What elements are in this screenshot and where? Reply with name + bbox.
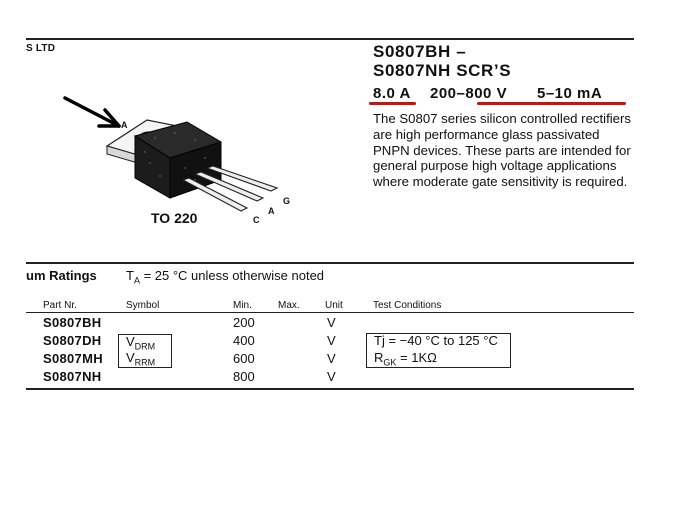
test-condition-temperature: Tj = −40 °C to 125 °C — [374, 333, 498, 348]
company-name: S LTD — [26, 43, 56, 54]
pin-label-a: A — [268, 206, 275, 216]
min-value: 800 — [233, 369, 255, 384]
part-number: S0807BH — [43, 315, 102, 330]
col-header-part: Part Nr. — [43, 300, 77, 311]
spec-current: 8.0 A — [373, 85, 411, 102]
symbol-vrrm: VRRM — [126, 350, 155, 368]
red-underline-current — [369, 102, 416, 105]
col-header-min: Min. — [233, 300, 252, 311]
unit-value: V — [327, 369, 336, 384]
red-underline-voltage-gate — [477, 102, 626, 105]
unit-value: V — [327, 315, 336, 330]
cond-rest: = 25 °C unless otherwise noted — [139, 268, 325, 283]
page-title-line1: S0807BH – — [373, 42, 467, 61]
page-title-line2: S0807NH SCR’S — [373, 61, 512, 80]
unit-value: V — [327, 333, 336, 348]
col-header-test: Test Conditions — [373, 300, 442, 311]
min-value: 400 — [233, 333, 255, 348]
symbol-vdrm-sub: DRM — [134, 341, 156, 352]
symbol-vdrm-main: V — [126, 334, 135, 349]
min-value: 200 — [233, 315, 255, 330]
table-header-rule — [26, 312, 634, 313]
arrow-icon — [63, 96, 121, 128]
col-header-unit: Unit — [325, 300, 343, 311]
rgk-sub: GK — [383, 357, 397, 368]
ratings-heading: um Ratings — [26, 268, 97, 283]
rgk-main: R — [374, 350, 384, 365]
ratings-top-rule — [26, 262, 634, 264]
part-number: S0807DH — [43, 333, 102, 348]
pin-label-a-tab: A — [121, 120, 128, 130]
description-text: The S0807 series silicon controlled rect… — [373, 111, 632, 190]
package-label: TO 220 — [151, 210, 198, 226]
spec-gate-current: 5–10 mA — [537, 85, 603, 102]
table-bottom-rule — [26, 388, 634, 390]
test-conditions-bracket — [366, 333, 511, 368]
to220-package-illustration — [63, 96, 279, 212]
cond-t: T — [126, 268, 134, 283]
symbol-bracket — [118, 334, 172, 368]
top-rule — [26, 38, 634, 40]
unit-value: V — [327, 351, 336, 366]
symbol-vrrm-sub: RRM — [134, 357, 156, 368]
symbol-vdrm: VDRM — [126, 334, 155, 352]
min-value: 600 — [233, 351, 255, 366]
test-condition-rgk: RGK = 1KΩ — [374, 350, 437, 368]
symbol-vrrm-main: V — [126, 350, 135, 365]
ratings-condition: TA = 25 °C unless otherwise noted — [126, 268, 324, 286]
col-header-symbol: Symbol — [126, 300, 160, 311]
col-header-max: Max. — [278, 300, 300, 311]
pin-label-g: G — [283, 196, 291, 206]
cond-sub: A — [133, 275, 140, 286]
spec-voltage: 200–800 V — [430, 85, 508, 102]
part-number: S0807MH — [43, 351, 103, 366]
rgk-rest: = 1KΩ — [396, 350, 437, 365]
pin-label-c: C — [253, 215, 260, 225]
part-number: S0807NH — [43, 369, 102, 384]
